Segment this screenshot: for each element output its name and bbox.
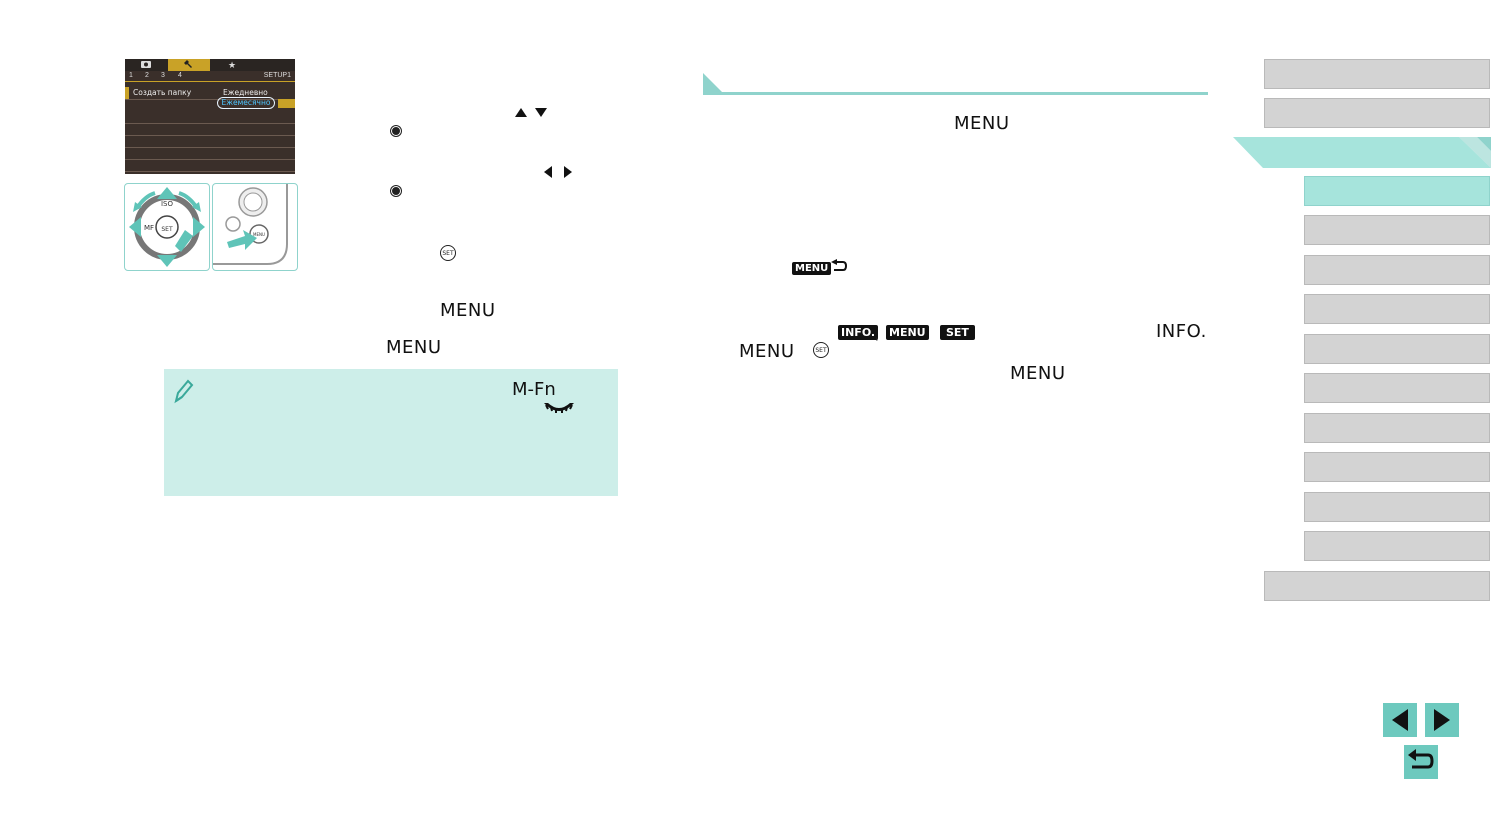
down-arrow-icon — [157, 255, 177, 267]
set-button-icon: SET — [813, 342, 829, 358]
note-box: M-Fn — [164, 369, 618, 496]
lcd-row — [125, 111, 295, 124]
nav-sub-button-4[interactable] — [1304, 294, 1490, 324]
svg-text:MENU: MENU — [253, 232, 265, 237]
pencil-icon — [174, 379, 194, 404]
menu-button-illustration: MENU — [213, 184, 288, 265]
triangle-right-icon — [1434, 709, 1450, 731]
press-arrow-icon — [227, 230, 257, 250]
lcd-row — [125, 135, 295, 148]
nav-sub-button-1[interactable] — [1304, 176, 1490, 206]
camera-menu-screenshot: ★ 1 2 3 4 SETUP1 Создать папку Ежедневно… — [125, 59, 295, 174]
up-down-arrows-icon — [515, 108, 547, 117]
lcd-row — [125, 123, 295, 136]
lcd-row — [125, 147, 295, 160]
lcd-num-1: 1 — [129, 72, 133, 79]
nav-active-section[interactable] — [1233, 137, 1491, 168]
menu-icon: MENU — [886, 325, 929, 340]
right-arrow-icon — [193, 217, 205, 237]
lcd-num-2: 2 — [145, 72, 149, 79]
lcd-row — [125, 87, 295, 100]
nav-sub-button-7[interactable] — [1304, 413, 1490, 443]
info-icon: INFO. — [838, 325, 879, 340]
next-page-button[interactable] — [1425, 703, 1459, 737]
previous-page-button[interactable] — [1383, 703, 1417, 737]
lcd-row — [125, 159, 295, 172]
set-label: SET — [161, 226, 173, 233]
menu-button-label: MENU — [440, 300, 496, 321]
up-arrow-icon — [157, 187, 177, 199]
lcd-num-3: 3 — [161, 72, 165, 79]
menu-return-icon: MENU — [792, 258, 848, 276]
nav-sub-button-10[interactable] — [1304, 531, 1490, 561]
star-tab-icon: ★ — [227, 60, 237, 70]
nav-sub-button-2[interactable] — [1304, 215, 1490, 245]
menu-button-label: MENU — [386, 337, 442, 358]
control-dial-illustration: ISO MF SET — [129, 187, 205, 267]
triangle-left-icon — [1392, 709, 1408, 731]
section-header — [703, 73, 1208, 95]
control-dial-diagram: ISO MF SET — [124, 183, 210, 271]
mf-label: MF — [144, 224, 154, 232]
mfn-button-label: M-Fn — [512, 379, 556, 400]
nav-button-last[interactable] — [1264, 571, 1490, 601]
left-arrow-icon — [129, 217, 141, 237]
dial-icon — [390, 185, 402, 197]
menu-button-label: MENU — [1010, 363, 1066, 384]
info-button-label: INFO. — [1156, 321, 1207, 342]
nav-sub-button-5[interactable] — [1304, 334, 1490, 364]
press-arrow-icon — [175, 230, 193, 252]
lcd-setup-label: SETUP1 — [263, 72, 291, 79]
return-button[interactable] — [1404, 745, 1438, 779]
camera-tab-icon — [125, 59, 167, 71]
nav-sub-button-8[interactable] — [1304, 452, 1490, 482]
menu-button-label: MENU — [739, 341, 795, 362]
main-dial-icon — [544, 403, 574, 413]
separator: , — [875, 326, 879, 342]
lcd-option-monthly: Ежемесячно — [217, 97, 275, 109]
wrench-tab-icon — [168, 59, 210, 71]
return-arrow-icon — [1408, 749, 1434, 769]
lcd-tab-bar: ★ — [125, 59, 295, 71]
lcd-selection-marker — [278, 99, 295, 108]
left-right-arrows-icon — [544, 166, 572, 178]
nav-sub-button-6[interactable] — [1304, 373, 1490, 403]
lcd-num-4: 4 — [178, 72, 182, 79]
nav-sub-button-3[interactable] — [1304, 255, 1490, 285]
nav-button-2[interactable] — [1264, 98, 1490, 128]
lcd-option-daily: Ежедневно — [223, 88, 268, 97]
nav-button-1[interactable] — [1264, 59, 1490, 89]
lcd-row-marker — [125, 87, 129, 99]
set-button-icon: SET — [440, 245, 456, 261]
nav-sub-button-9[interactable] — [1304, 492, 1490, 522]
lcd-folder-label: Создать папку — [133, 88, 192, 97]
iso-label: ISO — [161, 200, 174, 208]
dial-icon — [390, 125, 402, 137]
menu-button-diagram: MENU — [212, 183, 298, 271]
set-icon: SET — [940, 325, 975, 340]
menu-button-label: MENU — [954, 113, 1010, 134]
lcd-page-numbers: 1 2 3 4 SETUP1 — [125, 71, 295, 82]
section-header-graphic — [703, 73, 1208, 95]
